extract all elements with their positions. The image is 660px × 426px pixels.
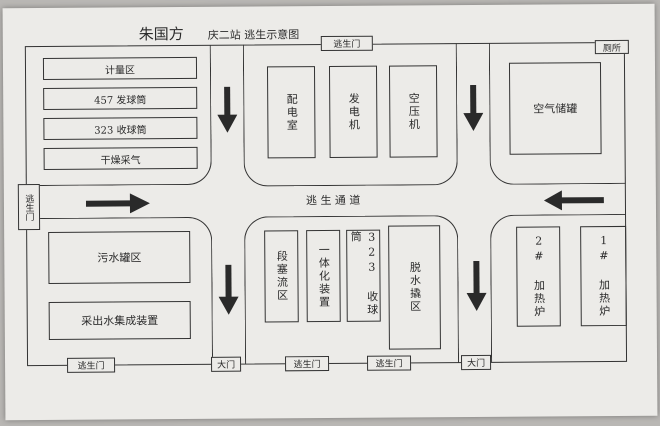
produced-water-unit: 采出水集成装置: [48, 300, 191, 340]
arrow-left-corridor: [543, 190, 604, 211]
escape-door-left-label: 逃生门: [23, 193, 34, 221]
paper-sheet: 朱国方 庆二站 逃生示意图 计量区 457 发球筒 323 收球筒 干燥采气 配…: [2, 3, 658, 421]
arrow-down-top-left-road: [217, 86, 238, 133]
escape-door-left: 逃生门: [17, 184, 41, 231]
arrow-down-bottom-left-road: [218, 264, 239, 315]
toilet-door-top-right: 厕所: [594, 39, 629, 55]
air-storage-tank: 空气储罐: [508, 62, 602, 155]
generator: 发电机: [328, 65, 378, 159]
diagram-title: 庆二站 逃生示意图: [207, 28, 300, 42]
dehydration-skid-area: 脱水撬区: [388, 225, 441, 350]
heater-2: 2# 加热炉: [516, 226, 561, 327]
receiver-323-top: 323 收球筒: [43, 116, 198, 140]
author-signature: 朱国方: [138, 25, 184, 44]
escape-door-top: 逃生门: [320, 35, 373, 52]
sewage-tank-area: 污水罐区: [48, 230, 191, 284]
air-compressor: 空压机: [388, 65, 438, 158]
main-gate-bottom-left: 大门: [211, 356, 242, 372]
metering-area: 计量区: [42, 56, 198, 80]
launcher-457: 457 发球筒: [43, 86, 198, 110]
arrow-right-corridor: [85, 193, 150, 214]
escape-door-bottom-left: 逃生门: [67, 357, 116, 373]
receiver-323-bottom: 323 收球筒: [346, 229, 381, 322]
escape-door-bottom-middle-2: 逃生门: [367, 355, 412, 371]
arrow-down-bottom-right-road: [466, 260, 487, 311]
slug-flow-area: 段塞流区: [264, 230, 299, 323]
escape-corridor-label: 逃 生 通 道: [305, 193, 361, 208]
heater-1: 1# 加热炉: [580, 225, 627, 327]
escape-door-bottom-middle-1: 逃生门: [285, 356, 330, 372]
arrow-down-top-right-road: [463, 84, 484, 131]
power-distribution-room: 配电室: [266, 66, 316, 159]
integrated-unit: 一体化装置: [306, 229, 341, 323]
main-gate-bottom-right: 大门: [461, 354, 492, 371]
dry-gas-area: 干燥采气: [43, 146, 198, 170]
